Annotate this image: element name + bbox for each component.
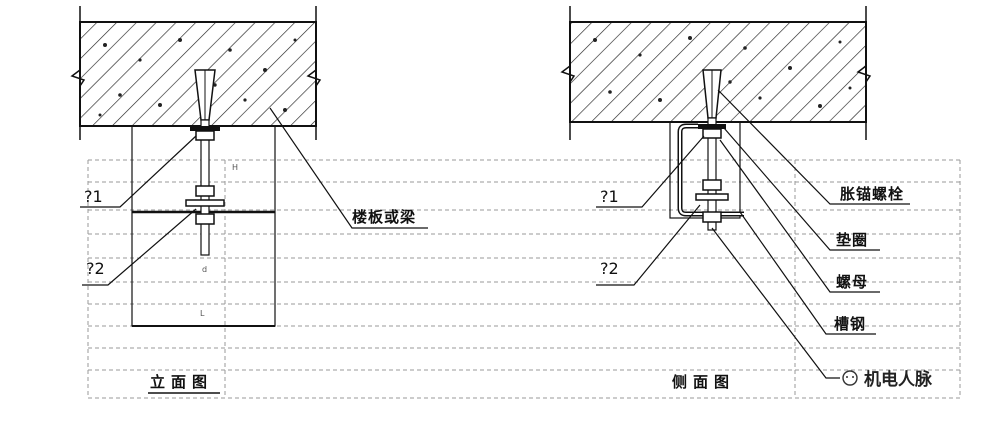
nut-top (195, 130, 215, 141)
nut-mid (195, 185, 215, 197)
nut-mid-side (702, 179, 722, 191)
leader-extra (711, 227, 840, 379)
washer-top-side (698, 124, 726, 129)
washer-mid (185, 199, 225, 207)
callout-channel: 槽钢 (834, 315, 866, 333)
break-line-right (306, 6, 322, 140)
side-view-title: 侧面图 (672, 373, 735, 391)
leader-slab (269, 107, 428, 229)
front-view: H d L ?1 ?2 楼板或梁 立面图 (70, 6, 428, 394)
washer-top (190, 126, 220, 131)
watermark: 机电人脉 (842, 369, 933, 390)
leader-label-1 (80, 135, 197, 208)
leader-nut (719, 139, 880, 293)
label-1: ?1 (84, 187, 103, 206)
washer-mid-side (695, 193, 729, 201)
callout-slab: 楼板或梁 (352, 208, 416, 226)
nut-top-side (702, 128, 722, 139)
threaded-rod-side (707, 117, 717, 231)
concrete-aggregate-side (593, 36, 852, 108)
break-line-right-side (856, 6, 872, 140)
concrete-aggregate (98, 38, 297, 117)
label-2-side: ?2 (600, 259, 619, 278)
front-view-title: 立面图 (150, 373, 213, 391)
callout-anchor-bolt: 胀锚螺栓 (840, 185, 904, 203)
callout-nut: 螺母 (836, 273, 868, 291)
break-line-left (70, 6, 86, 140)
side-view: ?1 ?2 胀锚螺栓 垫圈 螺母 槽钢 侧面图 (560, 6, 910, 391)
leader-label-2 (82, 208, 197, 286)
callout-washer: 垫圈 (836, 231, 868, 249)
nut-bottom-side (702, 211, 722, 223)
leader-label-2-side (596, 204, 701, 286)
dim-label-d: d (202, 265, 207, 274)
wechat-icon (842, 370, 858, 386)
leader-washer (723, 127, 880, 251)
dim-label-L: L (200, 309, 205, 318)
dim-label-h: H (232, 163, 238, 172)
label-1-side: ?1 (600, 187, 619, 206)
label-2: ?2 (86, 259, 105, 278)
watermark-text: 机电人脉 (864, 369, 933, 390)
break-line-left-side (560, 6, 576, 140)
leader-channel (739, 211, 876, 335)
leader-label-1-side (596, 135, 705, 208)
leader-anchor-bolt (717, 89, 910, 205)
dashed-grid (87, 159, 961, 399)
nut-bottom (195, 213, 215, 225)
